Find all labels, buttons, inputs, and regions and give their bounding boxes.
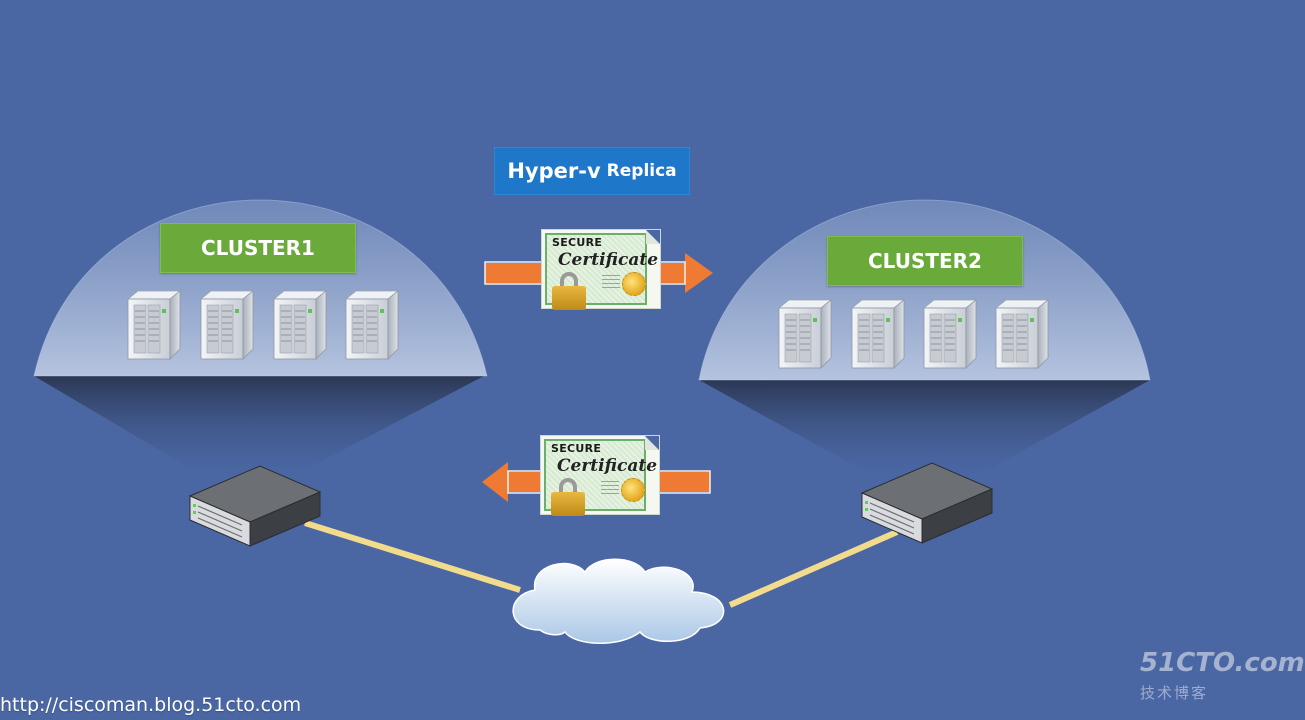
server-tower-icon (923, 299, 977, 369)
link-left (304, 520, 521, 593)
certificate-text-lines (601, 480, 619, 494)
padlock-shackle (560, 272, 578, 292)
server-tower-icon (200, 290, 254, 360)
cloud-icon (512, 558, 725, 644)
title-part1: Hyper-v (507, 159, 601, 183)
cluster2-label: CLUSTER2 (827, 236, 1023, 286)
title-part2: Replica (606, 161, 677, 181)
arrow-right-icon (484, 253, 713, 293)
watermark-logo: 51CTO.com (1140, 648, 1305, 678)
padlock-icon (551, 492, 585, 516)
server-tower-icon (345, 290, 399, 360)
certificate-heading: SECURE (551, 442, 602, 455)
certificate-script: Certificate (557, 456, 658, 476)
certificate-script: Certificate (558, 250, 659, 270)
server-tower-icon (273, 290, 327, 360)
link-right (728, 529, 899, 608)
certificate-icon: SECURE Certificate (541, 229, 661, 310)
watermark-subtitle: 技术博客 (1140, 684, 1209, 702)
server-tower-icon (851, 299, 905, 369)
page-fold (645, 436, 659, 450)
server-tower-icon (778, 299, 832, 369)
server-tower-icon (127, 290, 181, 360)
diagram-title: Hyper-v Replica (494, 147, 690, 195)
certificate-icon: SECURE Certificate (540, 435, 660, 516)
seal-icon (622, 272, 646, 296)
source-url: http://ciscoman.blog.51cto.com (0, 694, 302, 716)
cluster1-view-cone (34, 376, 484, 480)
server-tower-icon (995, 299, 1049, 369)
padlock-shackle (559, 478, 577, 498)
padlock-icon (552, 286, 586, 310)
cluster1-label: CLUSTER1 (160, 223, 356, 273)
page-fold (646, 230, 660, 244)
seal-icon (621, 478, 645, 502)
certificate-text-lines (602, 274, 620, 288)
certificate-heading: SECURE (552, 236, 603, 249)
cluster2-view-cone (699, 380, 1150, 480)
